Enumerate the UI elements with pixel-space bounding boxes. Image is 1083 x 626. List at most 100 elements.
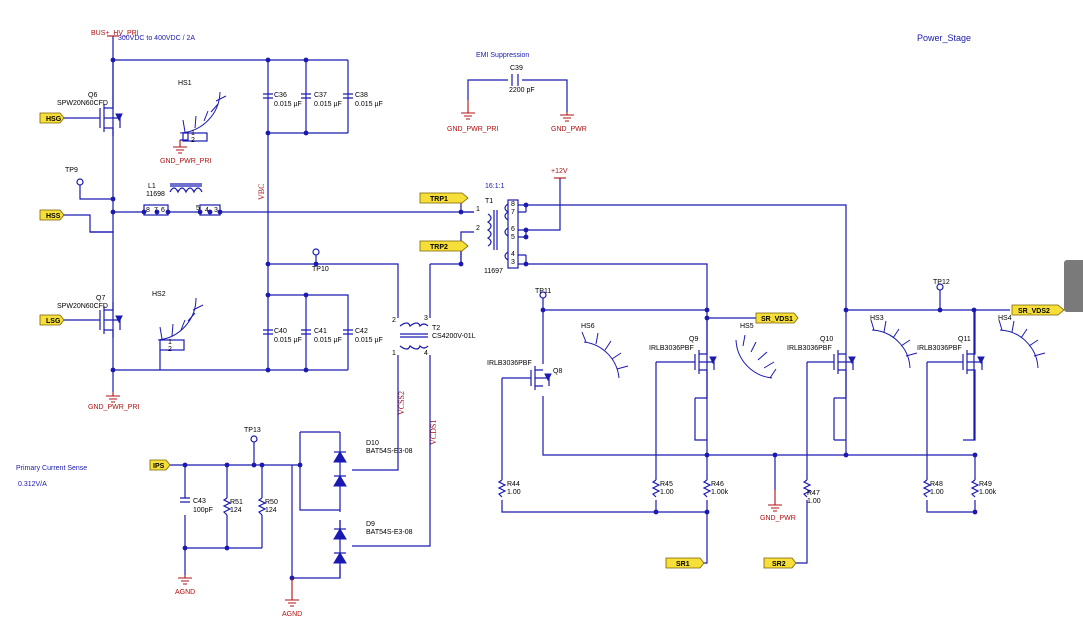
svg-text:SR_VDS2: SR_VDS2 bbox=[1018, 308, 1050, 315]
svg-text:D10: D10 bbox=[366, 440, 379, 447]
bus-hv-label: BUS+_HV_PRI 300VDC to 400VDC / 2A bbox=[91, 30, 195, 42]
svg-text:1.00k: 1.00k bbox=[711, 489, 729, 496]
svg-text:Q8: Q8 bbox=[553, 368, 562, 375]
res-r51: R51 124 bbox=[230, 499, 243, 514]
testpoint-tp13: TP13 bbox=[244, 427, 261, 443]
side-panel-tab[interactable] bbox=[1064, 260, 1083, 312]
svg-text:IRLB3036PBF: IRLB3036PBF bbox=[487, 360, 532, 367]
svg-text:0.015 µF: 0.015 µF bbox=[314, 101, 342, 108]
ground-gnd-pwr-pri-hs1: GND_PWR_PRI bbox=[160, 140, 211, 165]
svg-text:C43: C43 bbox=[193, 498, 206, 505]
svg-text:8: 8 bbox=[511, 201, 515, 208]
svg-text:1.00: 1.00 bbox=[660, 489, 674, 496]
svg-text:+12V: +12V bbox=[551, 168, 568, 175]
inductor-l1: L1 11698 8 7 6 5 4 3 bbox=[143, 183, 221, 216]
svg-text:3: 3 bbox=[214, 207, 218, 214]
ground-gnd-pwr: GND_PWR bbox=[760, 490, 796, 522]
svg-text:2: 2 bbox=[392, 317, 396, 324]
svg-text:300VDC to 400VDC / 2A: 300VDC to 400VDC / 2A bbox=[118, 35, 195, 42]
heatsink-hs3: HS3 bbox=[870, 315, 918, 369]
net-vbc: VBC bbox=[257, 184, 266, 200]
svg-text:6: 6 bbox=[161, 207, 165, 214]
flag-trp2: TRP2 bbox=[419, 240, 469, 252]
res-r47: R47 1.00 bbox=[807, 490, 821, 505]
svg-text:11697: 11697 bbox=[484, 268, 503, 275]
res-r49: R49 1.00k bbox=[979, 481, 997, 496]
svg-text:GND_PWR: GND_PWR bbox=[551, 126, 587, 133]
mosfet-q7: Q7 SPW20N60CFD bbox=[57, 295, 123, 338]
svg-text:Q7: Q7 bbox=[96, 295, 105, 302]
svg-text:100pF: 100pF bbox=[193, 507, 213, 514]
svg-text:HS2: HS2 bbox=[152, 291, 166, 298]
flag-hsg: HSG bbox=[39, 112, 65, 124]
svg-text:IRLB3036PBF: IRLB3036PBF bbox=[917, 345, 962, 352]
svg-text:BAT54S-E3-08: BAT54S-E3-08 bbox=[366, 448, 413, 455]
transformer-t1: 16:1:1 T1 11697 1 2 8 7 6 5 4 3 bbox=[476, 183, 519, 275]
svg-text:D9: D9 bbox=[366, 521, 375, 528]
svg-text:1: 1 bbox=[191, 130, 195, 137]
svg-text:GND_PWR_PRI: GND_PWR_PRI bbox=[160, 158, 211, 165]
svg-text:HSG: HSG bbox=[46, 116, 62, 123]
svg-text:6: 6 bbox=[511, 226, 515, 233]
svg-text:GND_PWR_PRI: GND_PWR_PRI bbox=[88, 404, 139, 411]
svg-text:8: 8 bbox=[146, 207, 150, 214]
svg-text:Q6: Q6 bbox=[88, 92, 97, 99]
cap-c37: C37 0.015 µF bbox=[301, 92, 342, 108]
ground-gnd-pwr-emi: GND_PWR bbox=[551, 112, 587, 133]
flag-sr1: SR1 bbox=[665, 557, 705, 569]
svg-text:T2: T2 bbox=[432, 325, 440, 332]
ground-agnd-left: AGND bbox=[175, 575, 195, 596]
svg-text:IRLB3036PBF: IRLB3036PBF bbox=[649, 345, 694, 352]
svg-text:TRP2: TRP2 bbox=[430, 244, 448, 251]
svg-text:SPW20N60CFD: SPW20N60CFD bbox=[57, 303, 108, 310]
heatsink-hs5: HS5 bbox=[735, 323, 777, 379]
svg-text:7: 7 bbox=[511, 209, 515, 216]
svg-text:TP13: TP13 bbox=[244, 427, 261, 434]
svg-text:SR1: SR1 bbox=[676, 561, 690, 568]
transformer-t2: T2 CS4200V-01L 2 3 1 4 bbox=[392, 315, 476, 357]
svg-text:2: 2 bbox=[476, 225, 480, 232]
resistors bbox=[222, 479, 980, 516]
cap-c36: C36 0.015 µF bbox=[263, 92, 302, 108]
junctions bbox=[110, 57, 978, 581]
svg-text:R49: R49 bbox=[979, 481, 992, 488]
mosfet-q11: Q11 IRLB3036PBF bbox=[917, 310, 985, 398]
svg-text:Q10: Q10 bbox=[820, 336, 833, 343]
svg-text:3: 3 bbox=[511, 259, 515, 266]
svg-text:0.015 µF: 0.015 µF bbox=[314, 337, 342, 344]
svg-text:SR2: SR2 bbox=[772, 561, 786, 568]
svg-text:TP11: TP11 bbox=[535, 288, 551, 295]
res-r50: R50 124 bbox=[265, 499, 278, 514]
svg-text:IRLB3036PBF: IRLB3036PBF bbox=[787, 345, 832, 352]
svg-text:16:1:1: 16:1:1 bbox=[485, 183, 505, 190]
svg-text:3: 3 bbox=[424, 315, 428, 322]
svg-text:7: 7 bbox=[154, 207, 158, 214]
supply-12v: +12V bbox=[551, 168, 568, 179]
svg-text:R50: R50 bbox=[265, 499, 278, 506]
testpoint-tp12: TP12 bbox=[933, 279, 950, 291]
svg-text:TP10: TP10 bbox=[312, 266, 329, 273]
svg-text:BUS+_HV_PRI: BUS+_HV_PRI bbox=[91, 30, 139, 37]
svg-text:C41: C41 bbox=[314, 328, 327, 335]
svg-text:4: 4 bbox=[424, 350, 428, 357]
diode-d9: D9 BAT54S-E3-08 bbox=[333, 520, 413, 568]
flag-lsg: LSG bbox=[39, 314, 65, 326]
flag-sr2: SR2 bbox=[763, 557, 797, 569]
cap-c42: C42 0.015 µF bbox=[343, 328, 383, 344]
diode-d10: D10 BAT54S-E3-08 bbox=[333, 440, 413, 495]
svg-text:1.00k: 1.00k bbox=[979, 489, 997, 496]
flag-sr-vds1: SR_VDS1 bbox=[755, 312, 799, 324]
testpoint-tp10: TP10 bbox=[312, 248, 329, 273]
mosfet-q9: Q9 IRLB3036PBF bbox=[649, 318, 717, 399]
svg-text:5: 5 bbox=[511, 234, 515, 241]
cap-c43: C43 100pF bbox=[180, 497, 213, 514]
sheet-title: Power_Stage bbox=[917, 33, 971, 43]
svg-text:CS4200V-01L: CS4200V-01L bbox=[432, 333, 476, 340]
cap-c41: C41 0.015 µF bbox=[301, 328, 342, 344]
svg-text:0.015 µF: 0.015 µF bbox=[274, 101, 302, 108]
flag-hss: HSS bbox=[39, 209, 65, 221]
svg-text:4: 4 bbox=[205, 207, 209, 214]
svg-text:TP12: TP12 bbox=[933, 279, 950, 286]
testpoint-tp9: TP9 bbox=[65, 167, 84, 186]
